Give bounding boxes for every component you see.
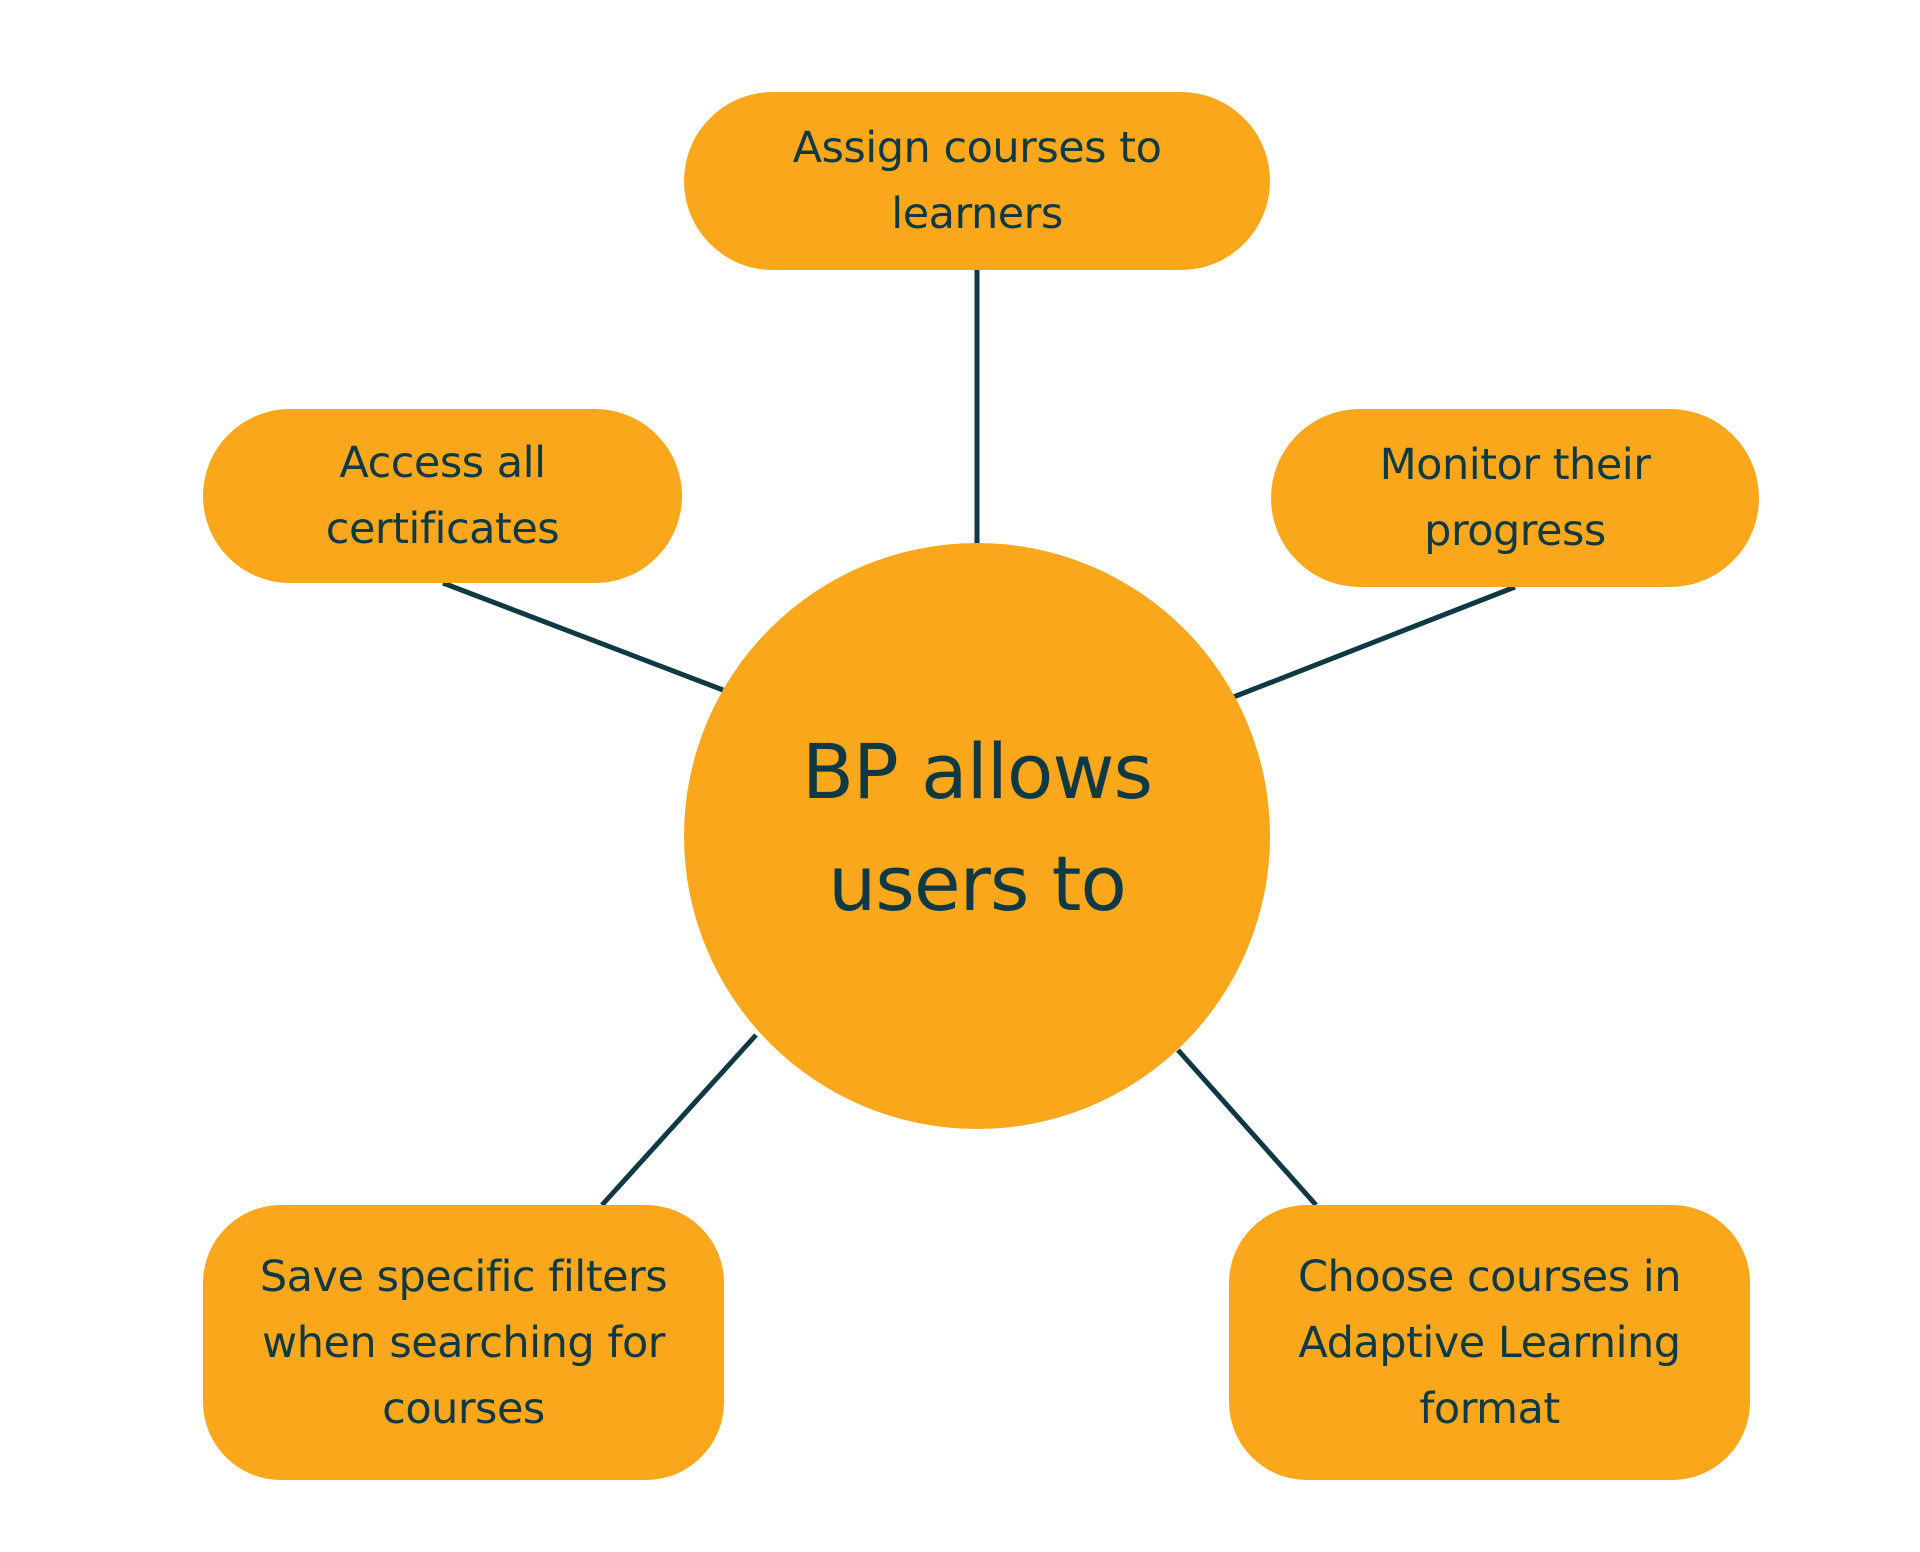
center-node: BP allows users to <box>684 543 1270 1129</box>
node-save-filters: Save specific filters when searching for… <box>203 1205 724 1480</box>
node-save-filters-label: Save specific filters when searching for… <box>259 1251 668 1434</box>
connector-bottom-left <box>600 1033 758 1207</box>
node-assign-courses: Assign courses to learners <box>684 92 1270 270</box>
center-node-label: BP allows users to <box>801 727 1153 928</box>
connector-right <box>1230 584 1516 701</box>
connector-bottom-right <box>1176 1048 1318 1207</box>
node-access-certificates-label: Access all certificates <box>325 438 560 554</box>
node-monitor-progress-label: Monitor their progress <box>1379 440 1651 556</box>
node-access-certificates: Access all certificates <box>203 409 682 583</box>
connector-left <box>442 580 724 693</box>
node-monitor-progress: Monitor their progress <box>1271 409 1759 587</box>
node-adaptive-learning: Choose courses in Adaptive Learning form… <box>1229 1205 1750 1480</box>
node-adaptive-learning-label: Choose courses in Adaptive Learning form… <box>1298 1251 1681 1434</box>
node-assign-courses-label: Assign courses to learners <box>792 123 1162 239</box>
